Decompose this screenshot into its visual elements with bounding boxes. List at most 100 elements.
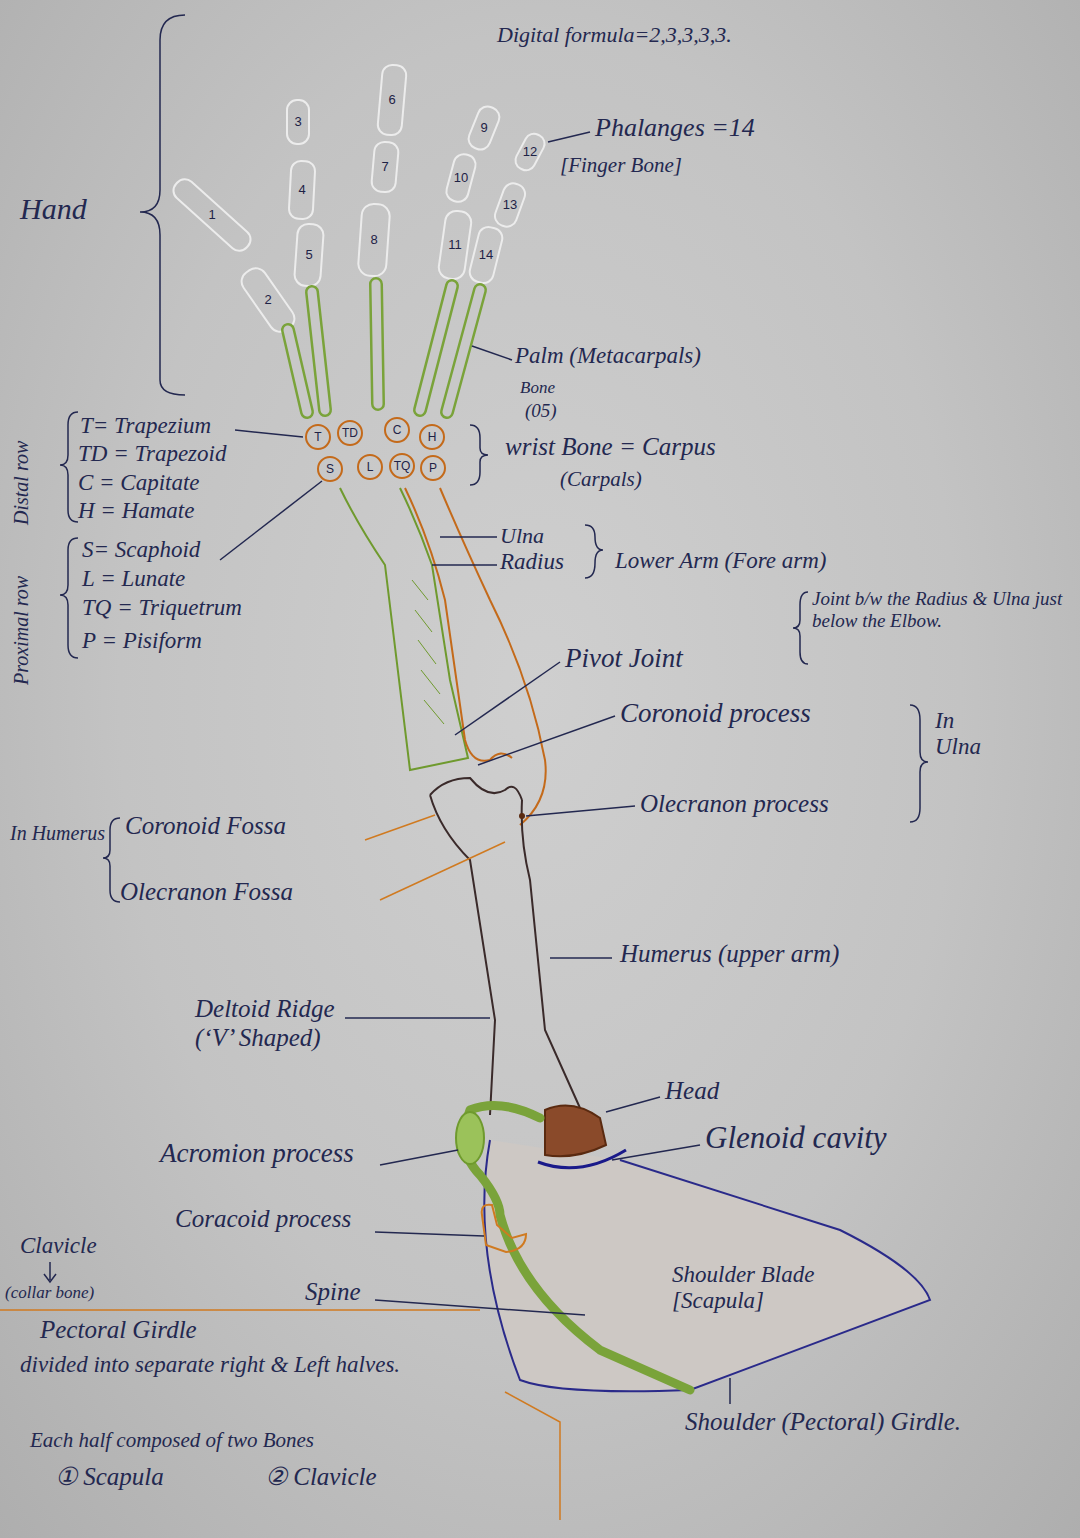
- part-label: (collar bone): [5, 1283, 94, 1303]
- part-label: Phalanges =14: [595, 113, 755, 143]
- part-label: Deltoid Ridge (‘V’ Shaped): [195, 995, 370, 1053]
- leader-dot: [519, 813, 525, 819]
- part-label: Coronoid process: [620, 698, 811, 729]
- phalanx: [437, 210, 472, 281]
- part-label: Coronoid Fossa: [125, 812, 286, 841]
- callout-number: 7: [381, 160, 388, 175]
- phalanx: [512, 131, 547, 174]
- part-label: Hand: [20, 192, 87, 227]
- part-label: Joint b/w the Radius & Ulna just below t…: [812, 588, 1067, 632]
- fossa-leaders: [365, 815, 505, 900]
- phalanx: [466, 103, 503, 152]
- phalanx: [287, 100, 309, 144]
- part-label: Digital formula=2,3,3,3,3.: [497, 22, 732, 47]
- part-label: Glenoid cavity: [705, 1120, 887, 1156]
- part-label: In Ulna: [935, 708, 990, 761]
- carpal-circle: L: [357, 454, 383, 480]
- part-label: Bone: [520, 378, 555, 398]
- acromion: [456, 1112, 484, 1164]
- carpal-letter: L: [367, 461, 374, 473]
- part-label: Spine: [305, 1278, 361, 1307]
- part-label: Pivot Joint: [565, 643, 683, 674]
- humerus-head: [545, 1106, 606, 1157]
- phalanx: [169, 175, 254, 255]
- part-label: Clavicle: [20, 1233, 97, 1259]
- part-label: H = Hamate: [78, 498, 194, 524]
- callout-number: 2: [264, 293, 271, 308]
- callout-number: 14: [479, 248, 493, 263]
- carpal-letter: TD: [342, 427, 358, 439]
- part-label: (Carpals): [560, 467, 642, 491]
- callout-number: 6: [388, 93, 395, 108]
- part-label: Proximal row: [10, 576, 33, 685]
- girdle-dividers: [0, 1310, 560, 1520]
- part-label: Pectoral Girdle: [40, 1316, 197, 1345]
- carpal-letter: S: [326, 463, 334, 475]
- phalanx-bones: [169, 64, 547, 336]
- part-label: Palm (Metacarpals): [515, 343, 701, 369]
- part-label: wrist Bone = Carpus: [505, 433, 716, 462]
- part-label: L = Lunate: [82, 566, 185, 592]
- part-label: TQ = Triquetrum: [82, 595, 242, 621]
- brackets: [44, 15, 928, 1282]
- carpal-circle: S: [317, 456, 343, 482]
- part-label: Head: [665, 1077, 719, 1106]
- part-label: Lower Arm (Fore arm): [615, 548, 826, 574]
- part-label: TD = Trapezoid: [78, 441, 226, 467]
- phalanx: [468, 225, 505, 285]
- metacarpal-bones: [288, 284, 480, 412]
- phalanx: [358, 203, 391, 277]
- carpal-letter: P: [429, 462, 437, 474]
- part-label: S= Scaphoid: [82, 537, 200, 563]
- carpal-circle: C: [384, 417, 410, 443]
- carpal-letter: T: [314, 431, 321, 443]
- part-label: In Humerus: [10, 822, 105, 845]
- part-label: Shoulder (Pectoral) Girdle.: [685, 1408, 961, 1437]
- part-label: Radius: [500, 549, 564, 575]
- part-label: Olecranon process: [640, 790, 829, 819]
- carpal-letter: C: [393, 424, 402, 436]
- carpal-circle: TQ: [389, 453, 415, 479]
- part-label: Coracoid process: [175, 1205, 351, 1234]
- glenoid-cavity: [538, 1150, 626, 1168]
- part-label: Ulna: [500, 523, 544, 548]
- part-label: ① Scapula: [55, 1463, 164, 1492]
- part-label: Distal row: [10, 441, 33, 525]
- part-label: C = Capitate: [78, 470, 200, 496]
- scapula-spine: [464, 1106, 690, 1391]
- carpal-letter: H: [428, 431, 437, 443]
- ulna-bone: [405, 488, 546, 825]
- phalanx: [294, 223, 324, 287]
- callout-number: 5: [305, 248, 312, 263]
- callout-number: 8: [370, 233, 377, 248]
- carpal-circle: P: [420, 455, 446, 481]
- radius-hatching: [412, 580, 444, 724]
- phalanx: [377, 64, 407, 136]
- part-label: Humerus (upper arm): [620, 940, 839, 969]
- part-label: Shoulder Blade [Scapula]: [672, 1262, 912, 1315]
- part-label: [Finger Bone]: [560, 153, 682, 177]
- callout-number: 3: [294, 115, 301, 130]
- callout-number: 11: [448, 238, 462, 253]
- phalanx: [288, 160, 315, 219]
- carpal-circle: TD: [337, 420, 363, 446]
- callout-number: 1: [208, 208, 215, 223]
- part-label: P = Pisiform: [82, 628, 202, 654]
- scapula-outline: [484, 1140, 930, 1391]
- phalanx: [371, 141, 399, 193]
- callout-number: 9: [480, 121, 487, 136]
- callout-number: 13: [503, 198, 517, 213]
- callout-number: 12: [523, 145, 537, 160]
- carpal-circle: T: [305, 424, 331, 450]
- metacarpal-fill: [288, 284, 480, 412]
- carpal-circle: H: [419, 424, 445, 450]
- part-label: divided into separate right & Left halve…: [20, 1352, 500, 1378]
- callout-number: 10: [454, 171, 468, 186]
- phalanx: [492, 181, 528, 230]
- humerus-bone: [430, 778, 580, 1115]
- part-label: Acromion process: [160, 1138, 354, 1169]
- carpal-letter: TQ: [394, 460, 411, 472]
- part-label: (05): [525, 400, 557, 422]
